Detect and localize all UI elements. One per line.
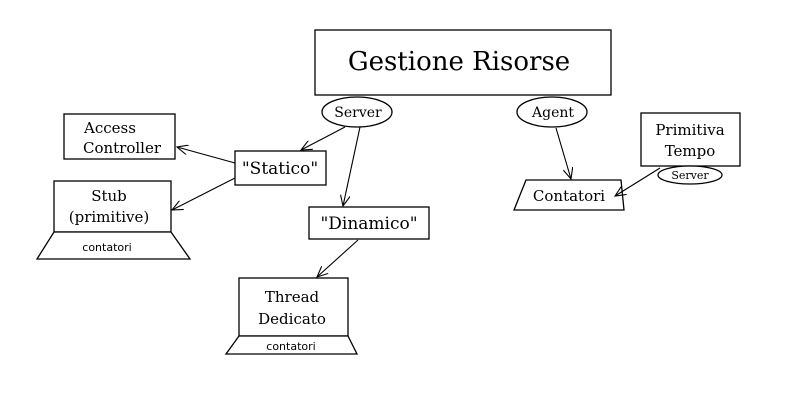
access-controller-node: Access Controller — [63, 113, 176, 160]
primitiva-line1: Primitiva — [655, 121, 724, 139]
stub-line2: (primitive) — [69, 208, 149, 226]
edge-agent-to-contatori — [555, 127, 571, 179]
gestione-risorse-node: Gestione Risorse — [314, 29, 612, 96]
statico-node: "Statico" — [234, 150, 327, 186]
stub-line1: Stub — [91, 187, 127, 205]
statico-label: "Statico" — [242, 159, 318, 179]
stub-primitive-node: Stub (primitive) contatori — [35, 180, 192, 260]
dinamico-node: "Dinamico" — [308, 206, 430, 240]
edge-statico-to-access-controller — [177, 147, 236, 164]
access-controller-line1: Access — [83, 119, 136, 137]
edge-dinamico-to-thread — [317, 239, 359, 277]
primitiva-tempo-node: Primitiva Tempo — [640, 112, 741, 167]
gestione-risorse-label: Gestione Risorse — [348, 47, 570, 77]
contatori-node: Contatori — [513, 179, 625, 211]
thread-line2: Dedicato — [258, 310, 326, 328]
edge-server-to-dinamico — [343, 126, 361, 206]
primitiva-line2: Tempo — [665, 142, 716, 160]
edge-statico-to-stub — [172, 177, 236, 210]
server-small-oval: Server — [657, 165, 723, 185]
edge-primitiva-to-contatori — [615, 167, 661, 196]
thread-line1: Thread — [265, 288, 320, 306]
server-small-label: Server — [671, 169, 709, 182]
stub-counter-label: contatori — [82, 241, 131, 254]
thread-counter-label: contatori — [266, 340, 315, 353]
agent-oval-label: Agent — [531, 105, 574, 121]
agent-oval: Agent — [516, 96, 588, 128]
edge-server-to-statico — [301, 126, 346, 150]
access-controller-line2: Controller — [83, 139, 162, 157]
dinamico-label: "Dinamico" — [320, 214, 417, 234]
server-oval: Server — [321, 96, 393, 128]
server-oval-label: Server — [334, 105, 382, 121]
contatori-label: Contatori — [533, 187, 605, 205]
thread-dedicato-node: Thread Dedicato contatori — [224, 277, 359, 355]
